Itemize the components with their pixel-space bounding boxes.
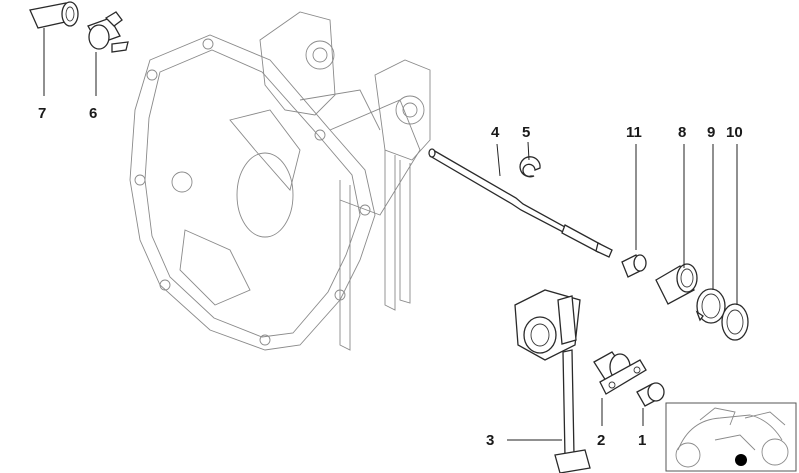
part-label-1: 1 [638,432,646,449]
leader-line-5 [527,141,530,161]
part-2-lever [593,351,647,395]
part-9-snap-ring [695,288,726,324]
part-4-shift-shaft [428,148,613,258]
part-1-cap [636,382,665,407]
part-label-5: 5 [522,124,530,141]
leader-line-4 [496,143,501,177]
part-6-bushing [87,11,129,53]
part-label-6: 6 [89,105,97,122]
part-7-bushing [29,1,79,29]
gearbox-housing [129,11,431,351]
part-11-sleeve [621,254,647,278]
part-label-8: 8 [678,124,686,141]
part-8-bushing [655,263,698,305]
part-label-10: 10 [726,124,743,141]
part-label-7: 7 [38,105,46,122]
part-label-11: 11 [626,124,642,141]
part-label-9: 9 [707,124,715,141]
part-label-4: 4 [491,124,500,141]
part-label-2: 2 [597,432,605,449]
part-5-circlip [519,156,541,178]
part-location-marker [735,454,747,466]
motorcycle-location-thumbnail [665,402,797,472]
part-3-shift-lever [514,289,591,473]
part-label-3: 3 [486,432,494,449]
part-10-washer [721,303,749,341]
